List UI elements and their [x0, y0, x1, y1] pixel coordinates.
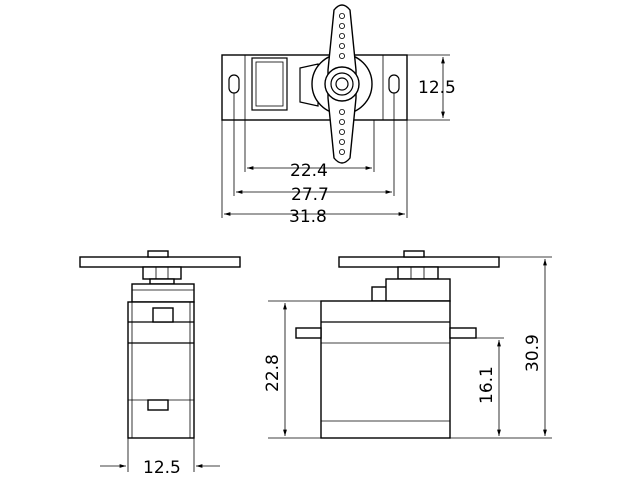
side-view: 12.5 [79, 250, 241, 478]
dim-overall-width: 31.8 [289, 207, 327, 227]
front-horn [338, 256, 500, 268]
front-tab-left [295, 327, 322, 339]
dim-top-height: 12.5 [418, 78, 456, 98]
dim-body-height: 22.8 [263, 354, 283, 392]
dim-inner-width: 22.4 [290, 161, 328, 181]
horn-holes [338, 12, 345, 155]
front-view: 22.8 16.1 30.9 [263, 250, 552, 439]
mounting-hole-right [388, 74, 400, 94]
dim-hole-spacing: 27.7 [291, 185, 329, 205]
mounting-hole-left [228, 74, 240, 94]
side-body [127, 301, 195, 439]
side-horn [79, 256, 241, 268]
dim-tab-height: 16.1 [477, 366, 497, 404]
dim-overall-height: 30.9 [523, 334, 543, 372]
top-view: 12.5 22.4 27.7 31.8 [221, 4, 456, 227]
front-tab-right [449, 327, 477, 339]
front-body [320, 300, 451, 439]
top-view-window [251, 57, 288, 111]
dim-side-width: 12.5 [143, 458, 181, 478]
